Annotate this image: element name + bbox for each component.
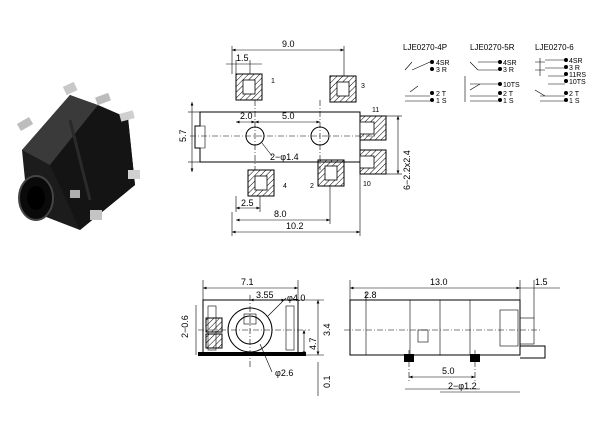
model-name-6: LJE0270-6 [535,43,574,52]
wiring-diagrams: LJE0270-4P LJE0270-5R LJE0270-6 4SR 3 R … [403,43,586,105]
dim-5-0-side: 5.0 [442,366,455,376]
pin-label-4: 4 [283,183,287,190]
dim-post-holes-side: 2−φ1.2 [448,381,477,391]
pin-6-1s: 1 S [569,98,580,105]
pin-5r-10ts: 10TS [503,82,520,89]
dim-3-55: 3.55 [256,290,274,300]
pin-5r-1s: 1 S [503,98,514,105]
pin-6-4sr: 4SR [569,58,583,65]
pin-5r-2t: 2 T [503,91,514,98]
pin-label-11: 11 [372,107,379,114]
pin-label-1: 1 [271,78,275,85]
top-view: 9.0 1.5 5.7 2.0 5.0 2−φ1.4 2.5 8.0 10.2 … [178,39,412,236]
wiring-5r: 4SR 3 R 10TS 2 T 1 S [464,60,520,105]
dim-5-7: 5.7 [178,129,188,142]
wiring-6: 4SR 3 R 11RS 10TS 2 T 1 S [534,58,586,105]
dim-post-holes: 2−φ1.4 [270,152,299,162]
wiring-4p: 4SR 3 R 2 T 1 S [404,60,450,105]
dim-5-0: 5.0 [282,111,295,121]
pin-4p-4sr: 4SR [436,60,450,67]
dim-8-0: 8.0 [274,209,287,219]
dim-side-pads: 6−2.2x2.4 [402,150,412,190]
dim-2-0-6: 2−0.6 [180,315,190,338]
model-name-5r: LJE0270-5R [470,43,515,52]
dim-0-1: 0.1 [322,375,332,388]
pin-4p-1s: 1 S [436,98,447,105]
model-name-4p: LJE0270-4P [403,43,447,52]
pin-5r-3r: 3 R [503,67,514,74]
dim-9-0: 9.0 [282,39,295,49]
dim-2-0: 2.0 [240,111,253,121]
pin-4p-2t: 2 T [436,91,447,98]
pin-6-3r: 3 R [569,65,580,72]
dim-1-5: 1.5 [236,53,249,63]
dim-3-4: 3.4 [322,323,332,336]
product-photo [16,81,140,230]
pin-6-2t: 2 T [569,91,580,98]
pin-label-3: 3 [361,83,365,90]
pin-label-10: 10 [363,181,371,188]
dim-13-0: 13.0 [430,277,448,287]
dim-phi-2-6: φ2.6 [275,368,293,378]
pin-6-10ts: 10TS [569,79,586,86]
front-view: 7.1 3.55 φ4.0 φ2.6 2−0.6 4.7 3.4 0.1 [180,277,332,396]
pin-6-11rs: 11RS [569,72,586,79]
dim-2-5: 2.5 [241,198,254,208]
dim-2-8: 2.8 [364,290,377,300]
pin-5r-4sr: 4SR [503,60,517,67]
dim-4-7: 4.7 [308,337,318,350]
pin-label-2: 2 [310,183,314,190]
dim-7-1: 7.1 [241,277,254,287]
dim-phi-4-0: φ4.0 [287,293,305,303]
dim-1-5-side: 1.5 [535,277,548,287]
dim-10-2: 10.2 [286,221,304,231]
side-view: 13.0 1.5 2.8 5.0 2−φ1.2 [344,277,560,393]
pin-4p-3r: 3 R [436,67,447,74]
